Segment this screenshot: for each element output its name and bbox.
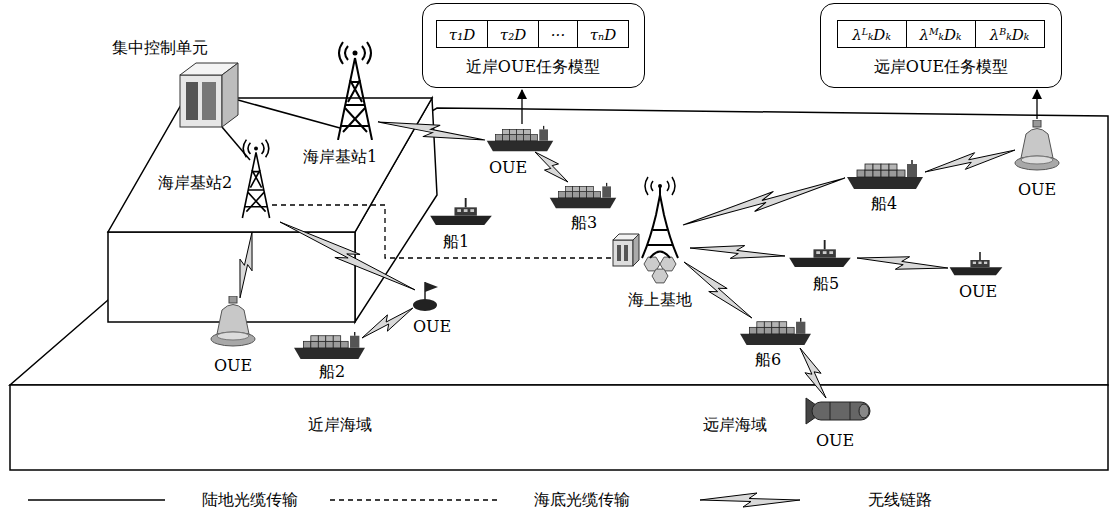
callout-caption: 近岸OUE任务模型 [466,56,600,78]
wireless-link [681,171,847,232]
label-slot: OUE [959,282,997,302]
server-icon [180,63,238,127]
legend-solid-line [28,499,165,501]
ship-label: 船6 [755,350,781,370]
ship-icon [847,160,923,189]
label-slot: 船6 [755,350,781,370]
wireless-link [689,241,785,263]
task-model-callout: 远岸OUE任务模型 λᴸₖDₖ λᴹₖDₖ λᴮₖDₖ [820,3,1062,88]
cell-formula: λᴮₖDₖ [990,25,1029,45]
task-cell: λᴸₖDₖ [837,20,907,48]
label-slot: 船2 [319,362,345,382]
cell-formula: τ₁D [449,25,475,45]
cell-formula: λᴹₖDₖ [919,25,961,45]
label-slot: OUE [816,431,854,451]
label-slot: 海上基地 [628,290,692,310]
land-fiber-line [238,100,340,128]
label-slot: OUE [214,356,252,376]
wireless-link [923,143,1016,179]
label-slot: 陆地光缆传输 [202,490,298,510]
wireless-link [794,345,832,401]
oue-buoy [413,282,438,311]
task-model-callout: 近岸OUE任务模型 τ₁D τ₂D ··· τₙD [422,3,645,88]
wireless-link [233,231,259,299]
wireless-link [358,302,416,344]
legend-label: 陆地光缆传输 [202,490,298,510]
label-slot: 无线链路 [868,490,932,510]
cell-formula: τₙD [590,25,616,45]
ship-icon [550,183,617,208]
ship-icon [789,240,851,267]
cell-formula: ··· [551,25,565,45]
base-station-label: 海岸基站1 [303,147,377,167]
label-slot: 海底光缆传输 [534,490,630,510]
wireless-link [277,216,418,296]
label-slot: 远岸海域 [703,415,767,435]
label-slot: 海岸基站1 [303,147,377,167]
task-cell: τ₂D [487,20,539,48]
legend-dashed-line [330,499,500,500]
wireless-link [530,147,572,187]
legend-label: 无线链路 [868,490,932,510]
sea-area-label: 近岸海域 [308,415,372,435]
oue-label: OUE [413,317,451,337]
oue-bell-sensor [1015,120,1059,170]
ship-label: 船4 [871,194,897,214]
base-station-tower [338,42,372,140]
oue-boat-icon [950,252,1003,275]
oue-auv [806,398,870,424]
label-slot: OUE [1018,180,1056,200]
label-slot: 船4 [871,194,897,214]
task-cell: λᴮₖDₖ [975,20,1045,48]
sea-base-label: 海上基地 [628,290,692,310]
wireless-link [856,251,948,275]
oue-label: OUE [816,431,854,451]
land-top-face [108,98,432,232]
wireless-link [680,257,757,324]
task-cell: τ₁D [436,20,488,48]
cell-formula: λᴸₖDₖ [852,25,891,45]
label-slot: 船3 [571,213,597,233]
label-slot: OUE [413,317,451,337]
oue-label: OUE [489,158,527,178]
wireless-link [377,115,486,147]
task-cell: ··· [538,20,578,48]
sea-base-icon [613,177,678,283]
legend-label: 海底光缆传输 [534,490,630,510]
oue-label: OUE [959,282,997,302]
oue-ship-icon [487,126,554,151]
task-cell: λᴹₖDₖ [906,20,976,48]
callout-arrow [1036,90,1037,119]
oue-bell-sensor [211,296,255,346]
label-slot: 集中控制单元 [112,38,208,58]
oue-label: OUE [214,356,252,376]
ship-label: 船2 [319,362,345,382]
ship-label: 船5 [813,274,839,294]
label-slot: OUE [489,158,527,178]
ship-icon [430,198,492,225]
task-cell: τₙD [577,20,629,48]
ship-icon [740,318,811,345]
legend-bolt [700,493,800,507]
callout-caption: 远岸OUE任务模型 [874,56,1008,78]
base-station-tower [242,140,269,218]
oue-label: OUE [1018,180,1056,200]
callout-arrow [521,90,522,124]
ship-label: 船1 [443,232,469,252]
ship-label: 船3 [571,213,597,233]
sea-area-label: 远岸海域 [703,415,767,435]
cell-formula: τ₂D [500,25,526,45]
ship-icon [294,332,365,359]
control-unit-label: 集中控制单元 [112,38,208,58]
label-slot: 海岸基站2 [158,173,232,193]
label-slot: 近岸海域 [308,415,372,435]
base-station-label: 海岸基站2 [158,173,232,193]
submarine-fiber-line [272,205,613,258]
label-slot: 船5 [813,274,839,294]
sea-front-face [10,385,1108,470]
label-slot: 船1 [443,232,469,252]
